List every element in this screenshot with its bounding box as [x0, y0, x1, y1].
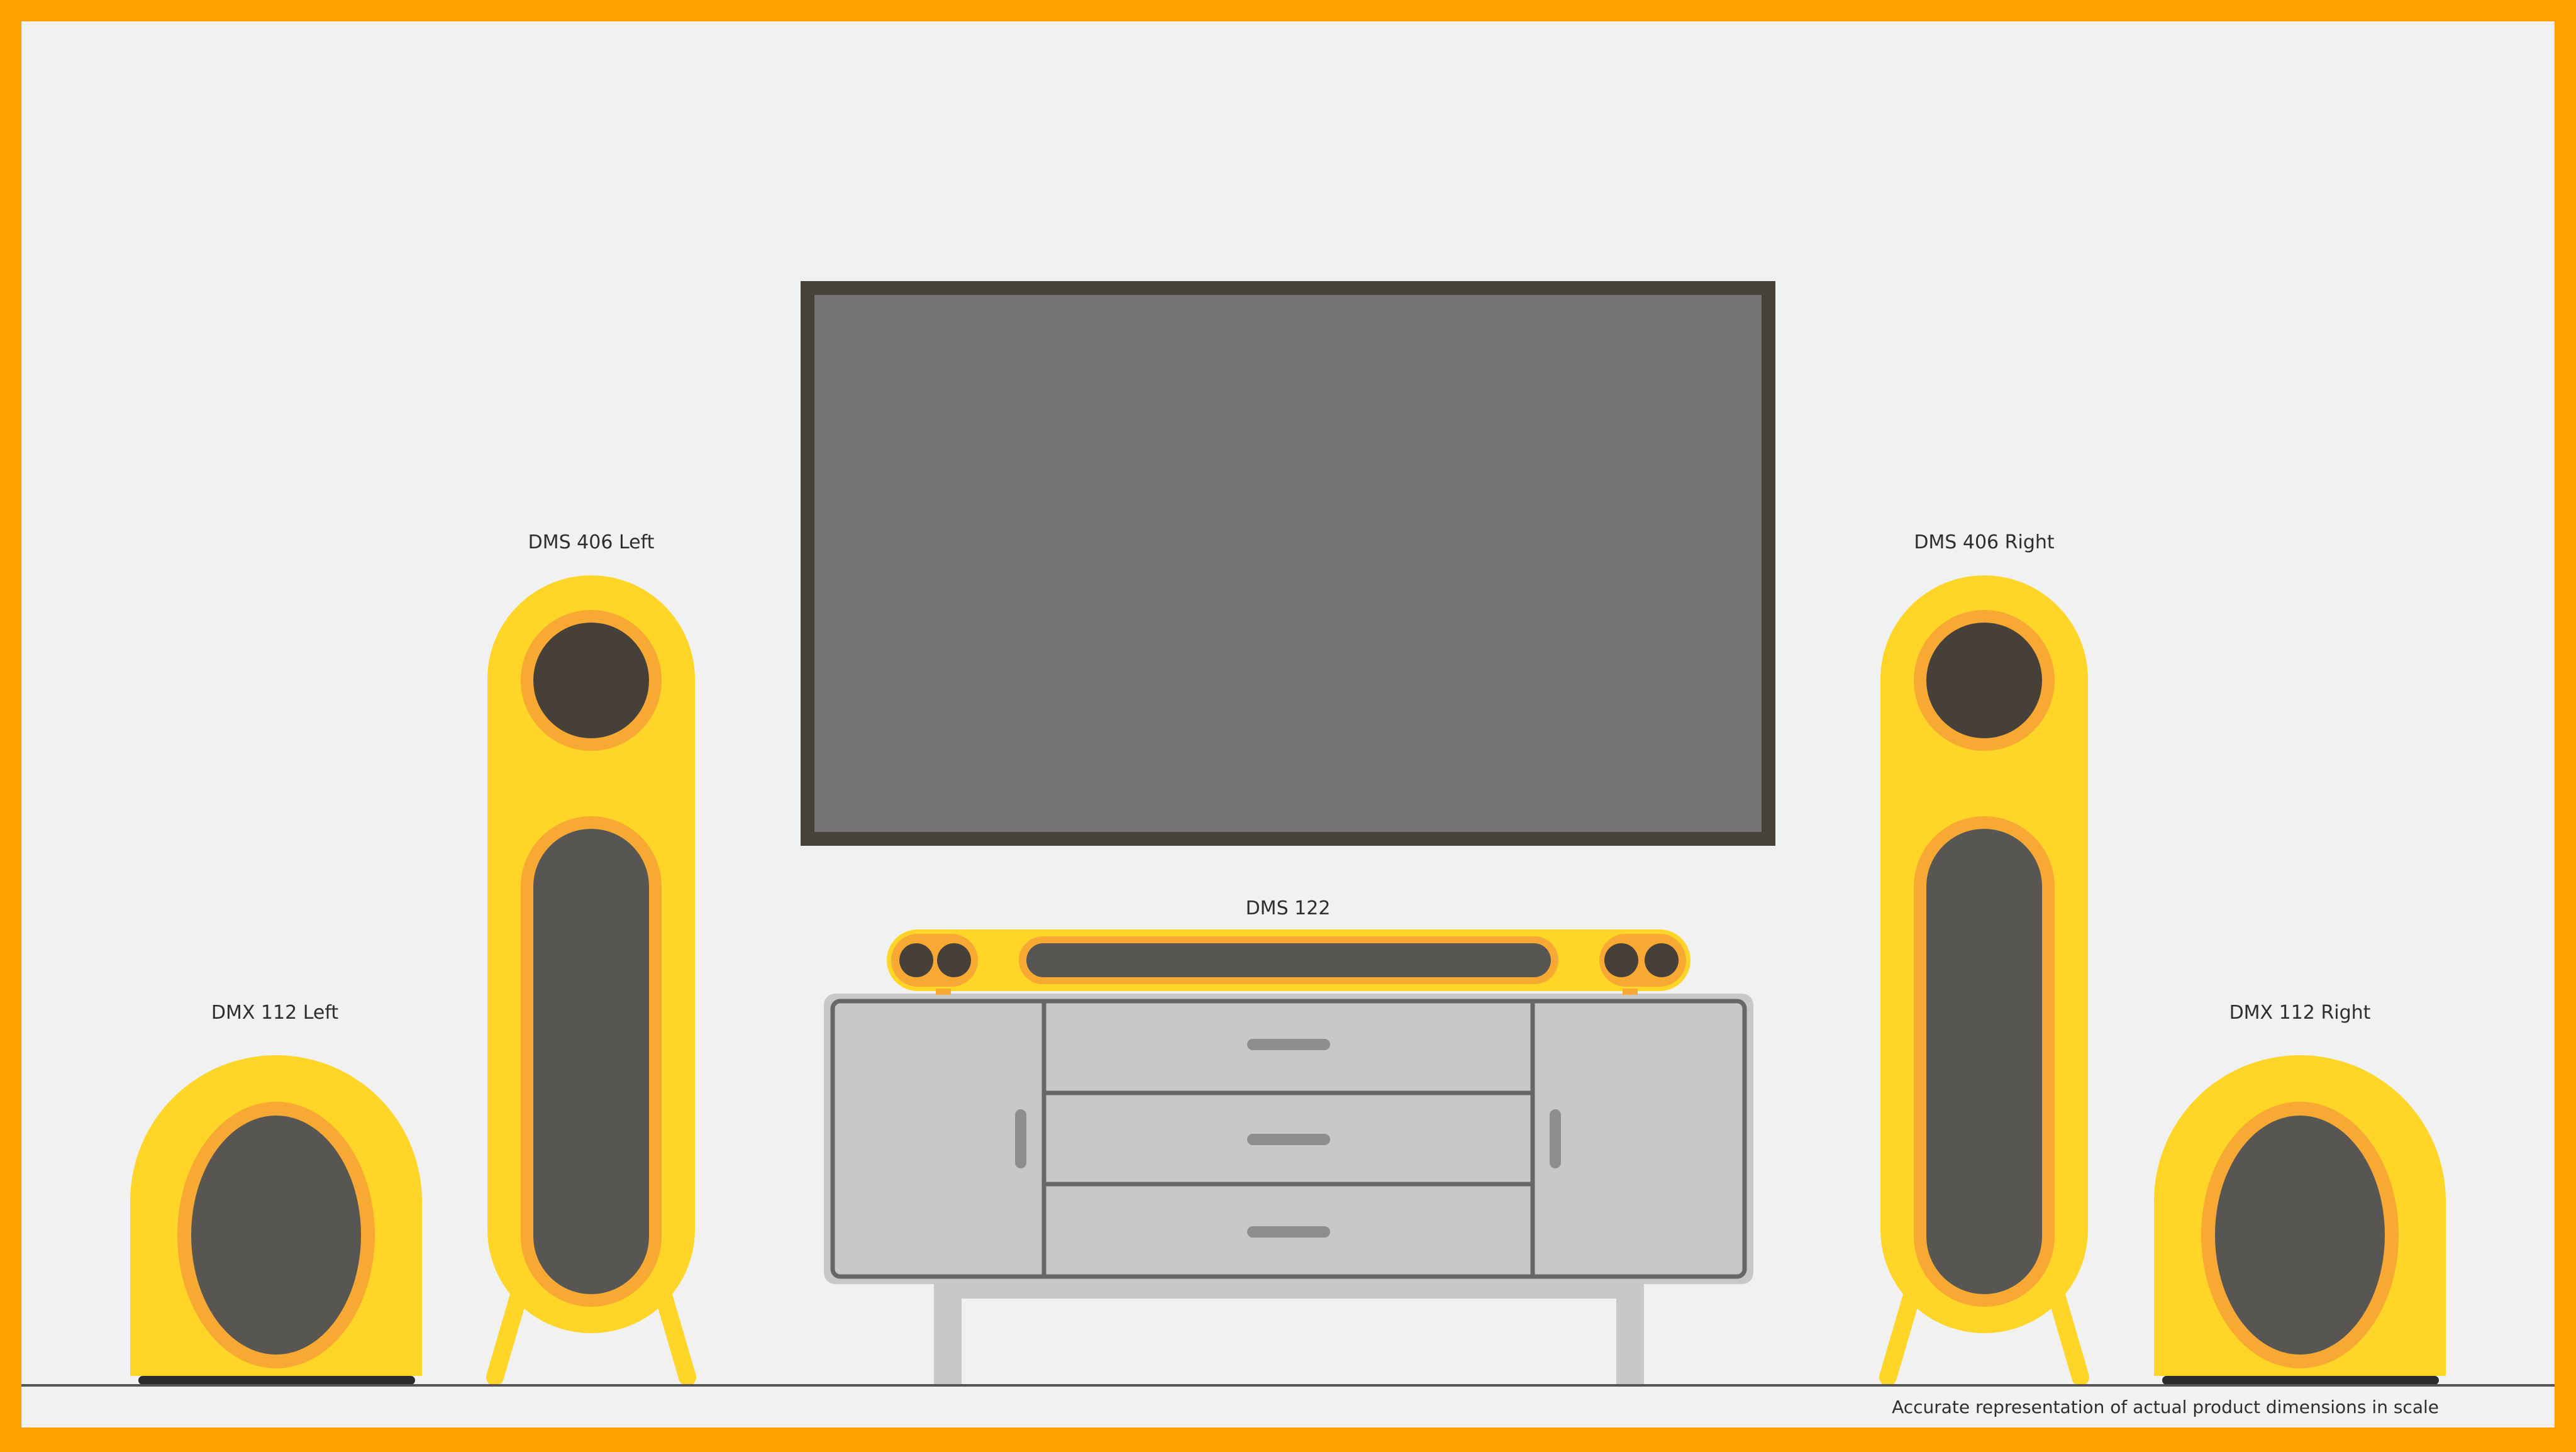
soundbar-tweeter-left-2 [937, 943, 971, 977]
tower-left-leg-left [486, 1287, 528, 1386]
tv [801, 281, 1775, 846]
label-dmx-112-right: DMX 112 Right [2229, 1002, 2371, 1024]
tower-right-leg-right [2048, 1287, 2089, 1386]
footer-note: Accurate representation of actual produc… [1892, 1397, 2439, 1417]
soundbar-foot-left [936, 989, 951, 995]
subwoofer-right [2154, 1055, 2446, 1385]
drawer-handle-top [1247, 1039, 1330, 1050]
label-dms-406-right: DMS 406 Right [1914, 531, 2055, 553]
soundbar-tweeter-right-1 [1604, 943, 1638, 977]
drawer-handle-bottom [1247, 1226, 1330, 1238]
label-dmx-112-left: DMX 112 Left [211, 1002, 339, 1024]
tower-right-leg-left [1879, 1287, 1921, 1386]
tower-speaker-left [486, 575, 696, 1386]
tower-right-woofer [1926, 829, 2042, 1294]
label-dms-406-left: DMS 406 Left [528, 531, 655, 553]
label-dms-122: DMS 122 [1246, 897, 1331, 919]
soundbar-center-driver [1026, 943, 1551, 977]
sub-right-driver [2215, 1116, 2385, 1355]
media-cabinet [824, 994, 1753, 1386]
sub-left-driver [191, 1116, 361, 1355]
sub-right-base [2162, 1376, 2439, 1385]
tower-left-tweeter [533, 623, 649, 738]
tower-speaker-right [1879, 575, 2089, 1386]
tower-left-leg-right [655, 1287, 696, 1386]
door-handle-right [1550, 1109, 1561, 1168]
cabinet-leg-right [1616, 1283, 1644, 1386]
cabinet-outline [830, 999, 1747, 1279]
soundbar-tweeter-left-1 [899, 943, 933, 977]
sub-left-base [138, 1376, 415, 1385]
cabinet-leg-left [934, 1283, 962, 1386]
tv-screen [814, 295, 1762, 832]
tower-left-woofer [533, 829, 649, 1294]
drawer-handle-middle [1247, 1134, 1330, 1145]
soundbar-foot-right [1623, 989, 1638, 995]
soundbar-tweeter-right-2 [1645, 943, 1679, 977]
soundbar-dms-122 [887, 929, 1690, 995]
subwoofer-left [130, 1055, 422, 1385]
tower-right-tweeter [1926, 623, 2042, 738]
door-handle-left [1015, 1109, 1026, 1168]
